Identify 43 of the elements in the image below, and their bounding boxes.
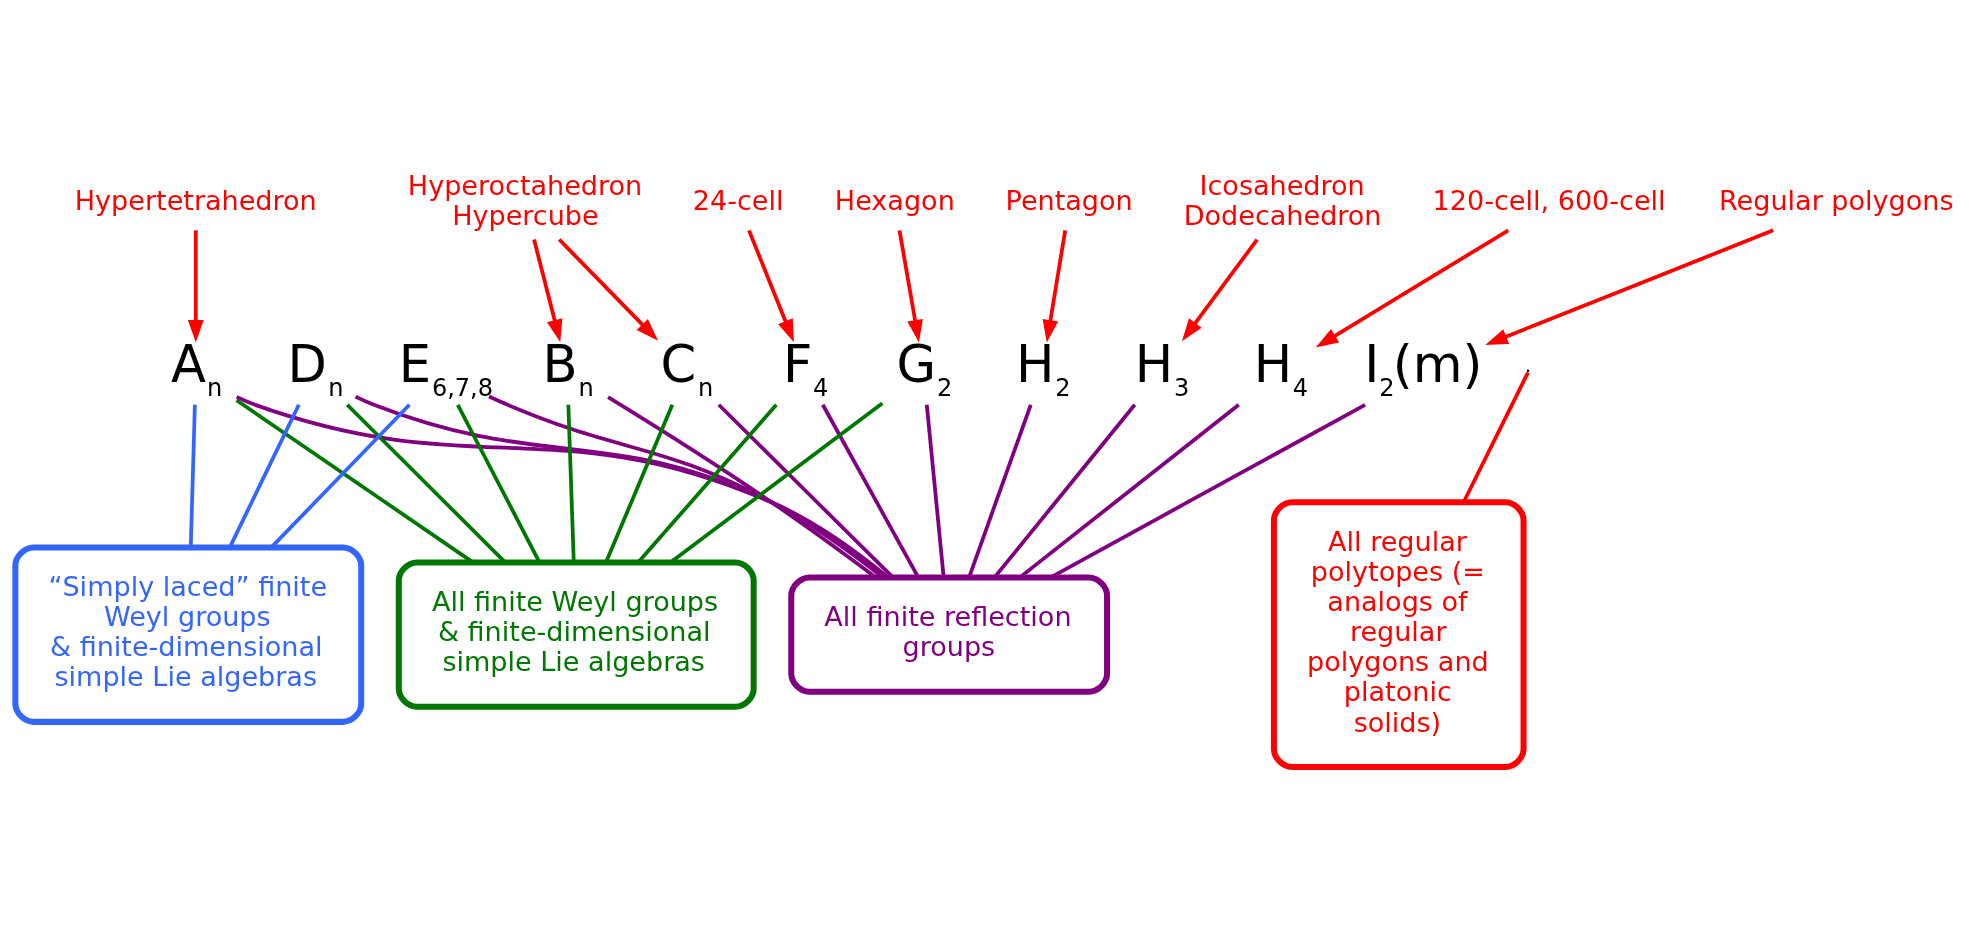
node-text: C$_{n}$ xyxy=(660,334,714,402)
node-text: B$_{n}$ xyxy=(542,334,594,402)
node-text: D$_{n}$ xyxy=(287,334,344,402)
node-text: Hexagon xyxy=(834,184,955,216)
node-text: H$_{3}$ xyxy=(1134,334,1190,402)
node-box: All finite reflection groups xyxy=(788,574,1111,695)
connector xyxy=(604,403,675,563)
connector xyxy=(967,403,1033,578)
node-text: Hypertetrahedron xyxy=(74,184,317,216)
connector xyxy=(1462,371,1530,503)
node-text: 120-cell, 600-cell xyxy=(1432,184,1666,216)
node-text: A$_{n}$ xyxy=(171,334,223,402)
node-text: H$_{2}$ xyxy=(1016,334,1071,402)
connector xyxy=(669,401,884,563)
connector xyxy=(188,404,197,547)
node-text: Pentagon xyxy=(1005,184,1133,216)
node-box: “Simply laced” finite Weyl groups & finite-dimensional simple Lie algebras xyxy=(12,543,365,725)
node-text: Hyperoctahedron Hypercube xyxy=(407,169,643,231)
connector xyxy=(821,403,920,578)
node-text: G$_{2}$ xyxy=(896,334,953,402)
arrow xyxy=(187,229,204,343)
arrow xyxy=(1485,228,1774,345)
arrow xyxy=(557,237,659,341)
node-text: Regular polygons xyxy=(1719,184,1954,216)
connector xyxy=(456,403,542,563)
node-box: All finite Weyl groups & finite-dimensional simple Lie algebras xyxy=(395,558,757,710)
connector xyxy=(228,403,301,548)
arrow xyxy=(897,229,923,343)
arrow xyxy=(1042,229,1068,343)
node-text: H$_{4}$ xyxy=(1253,334,1309,402)
connector xyxy=(924,404,946,578)
connector xyxy=(566,404,576,562)
arrow xyxy=(747,229,794,342)
node-text: F$_{4}$ xyxy=(783,334,829,402)
node-text: I$_{2}$(m) xyxy=(1364,334,1483,402)
arrow xyxy=(532,238,563,342)
node-box: All regular polytopes (= analogs of regular polygons and platonic solids) xyxy=(1270,498,1527,770)
node-text: Icosahedron Dodecahedron xyxy=(1183,169,1382,231)
node-text: 24-cell xyxy=(692,184,784,216)
arrow xyxy=(1315,228,1510,347)
node-text: E$_{6,7,8}$ xyxy=(398,334,494,402)
connector xyxy=(270,402,411,548)
arrow xyxy=(1181,237,1259,341)
